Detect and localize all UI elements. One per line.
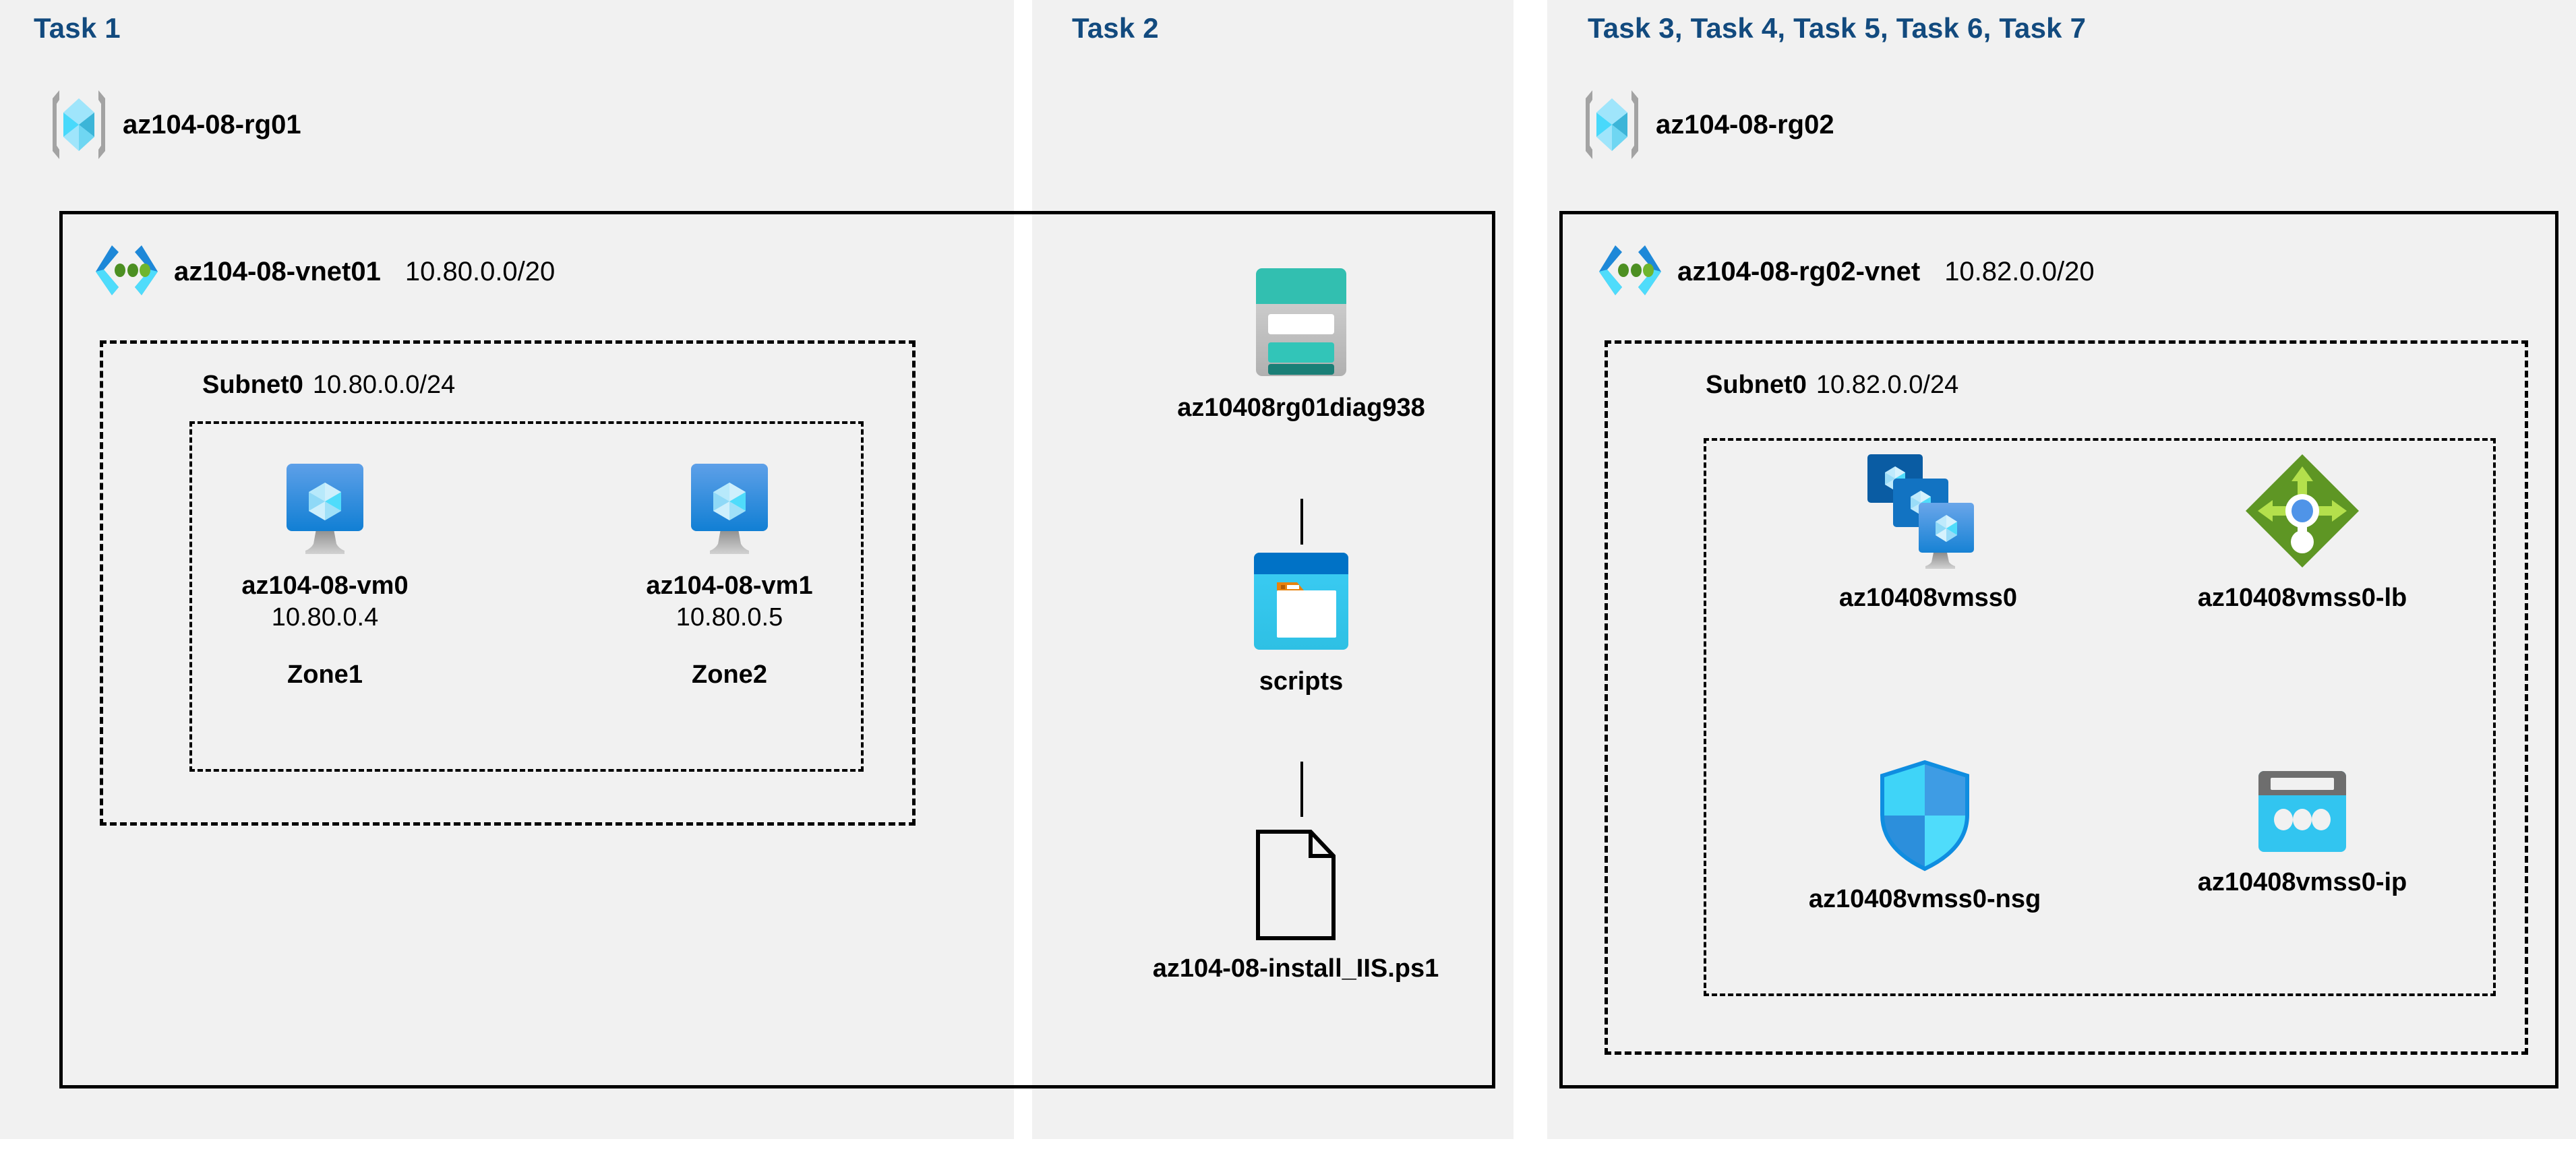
load-balancer-name: az10408vmss0-lb — [2197, 584, 2407, 612]
subnet-boundary-subnet0-rg02vnet — [1605, 340, 2528, 1055]
network-security-group-node[interactable]: az10408vmss0-nsg — [1749, 758, 2100, 914]
storage-account-icon — [1244, 263, 1358, 381]
virtual-machine-node-vm0[interactable]: az104-08-vm0 10.80.0.4 Zone1 — [217, 458, 433, 689]
virtual-network-icon — [1598, 243, 1663, 301]
subnet-name-vnet01: Subnet0 — [202, 371, 303, 399]
task-3-7-panel — [1547, 0, 2576, 1139]
task-1-panel — [0, 0, 1014, 1139]
vnet-cidr-vnet01: 10.80.0.0/20 — [405, 256, 556, 286]
subnet-name-rg02vnet: Subnet0 — [1706, 371, 1807, 399]
public-ip-address-node[interactable]: az10408vmss0-ip — [2140, 768, 2464, 897]
azure-resource-group-icon — [50, 88, 108, 162]
vm-group-boundary — [189, 421, 864, 772]
resource-group-header-rg01: az104-08-rg01 — [50, 88, 301, 162]
script-file-node[interactable]: az104-08-install_IIS.ps1 — [1073, 828, 1518, 983]
vm-name-vm1: az104-08-vm1 — [646, 572, 813, 600]
public-ip-address-name: az10408vmss0-ip — [2197, 868, 2407, 896]
load-balancer-icon — [2242, 450, 2363, 572]
task-3-7-label: Task 3, Task 4, Task 5, Task 6, Task 7 — [1588, 12, 2087, 44]
vmss-group-boundary — [1704, 438, 2496, 996]
vm-name-vm0: az104-08-vm0 — [241, 572, 409, 600]
vnet-name-vnet01: az104-08-vnet01 — [174, 256, 381, 286]
task-1-label: Task 1 — [34, 12, 121, 44]
public-ip-address-icon — [2252, 768, 2353, 856]
vm-zone-vm0: Zone1 — [287, 661, 363, 689]
virtual-network-icon — [94, 243, 159, 301]
storage-account-name: az10408rg01diag938 — [1177, 394, 1425, 422]
vnet-cidr-rg02-vnet: 10.82.0.0/20 — [1944, 256, 2095, 286]
vm-ip-vm0: 10.80.0.4 — [271, 603, 379, 632]
vnet-boundary-rg02-vnet — [1559, 211, 2558, 1088]
virtual-machine-node-vm1[interactable]: az104-08-vm1 10.80.0.5 Zone2 — [622, 458, 837, 689]
load-balancer-node[interactable]: az10408vmss0-lb — [2140, 450, 2464, 613]
resource-group-name-rg01: az104-08-rg01 — [123, 109, 301, 140]
subnet-boundary-subnet0-vnet01 — [100, 340, 916, 826]
subnet-cidr-rg02vnet: 10.82.0.0/24 — [1816, 371, 1959, 399]
storage-account-node[interactable]: az10408rg01diag938 — [1139, 263, 1463, 423]
subnet-header-vnet01: Subnet0 10.80.0.0/24 — [202, 371, 455, 400]
task-2-label: Task 2 — [1072, 12, 1159, 44]
script-file-name: az104-08-install_IIS.ps1 — [1152, 954, 1439, 983]
vnet-boundary-vnet01 — [59, 211, 1495, 1088]
network-security-group-name: az10408vmss0-nsg — [1808, 885, 2041, 913]
virtual-machine-icon — [679, 458, 780, 559]
resource-group-name-rg02: az104-08-rg02 — [1656, 109, 1834, 140]
connector-container-to-file — [1300, 762, 1303, 817]
vnet-header-rg02-vnet: az104-08-rg02-vnet 10.82.0.0/20 — [1598, 243, 2095, 301]
blob-container-node[interactable]: scripts — [1187, 547, 1416, 696]
vm-scale-set-node[interactable]: az10408vmss0 — [1760, 450, 2097, 613]
vnet-header-vnet01: az104-08-vnet01 10.80.0.0/20 — [94, 243, 555, 301]
virtual-machine-icon — [274, 458, 376, 559]
connector-storage-to-container — [1300, 499, 1303, 545]
subnet-header-rg02vnet: Subnet0 10.82.0.0/24 — [1706, 371, 1958, 400]
azure-resource-group-icon — [1583, 88, 1641, 162]
vm-scale-set-name: az10408vmss0 — [1838, 584, 2018, 612]
subnet-cidr-vnet01: 10.80.0.0/24 — [312, 371, 456, 399]
resource-group-header-rg02: az104-08-rg02 — [1583, 88, 1834, 162]
blob-container-name: scripts — [1259, 667, 1344, 696]
vm-scale-set-icon — [1861, 450, 1996, 572]
document-file-icon — [1249, 828, 1343, 942]
vnet-name-rg02-vnet: az104-08-rg02-vnet — [1677, 256, 1921, 286]
vm-ip-vm1: 10.80.0.5 — [676, 603, 783, 632]
blob-container-icon — [1247, 547, 1355, 655]
vm-zone-vm1: Zone2 — [692, 661, 767, 689]
network-security-group-icon — [1874, 758, 1975, 873]
